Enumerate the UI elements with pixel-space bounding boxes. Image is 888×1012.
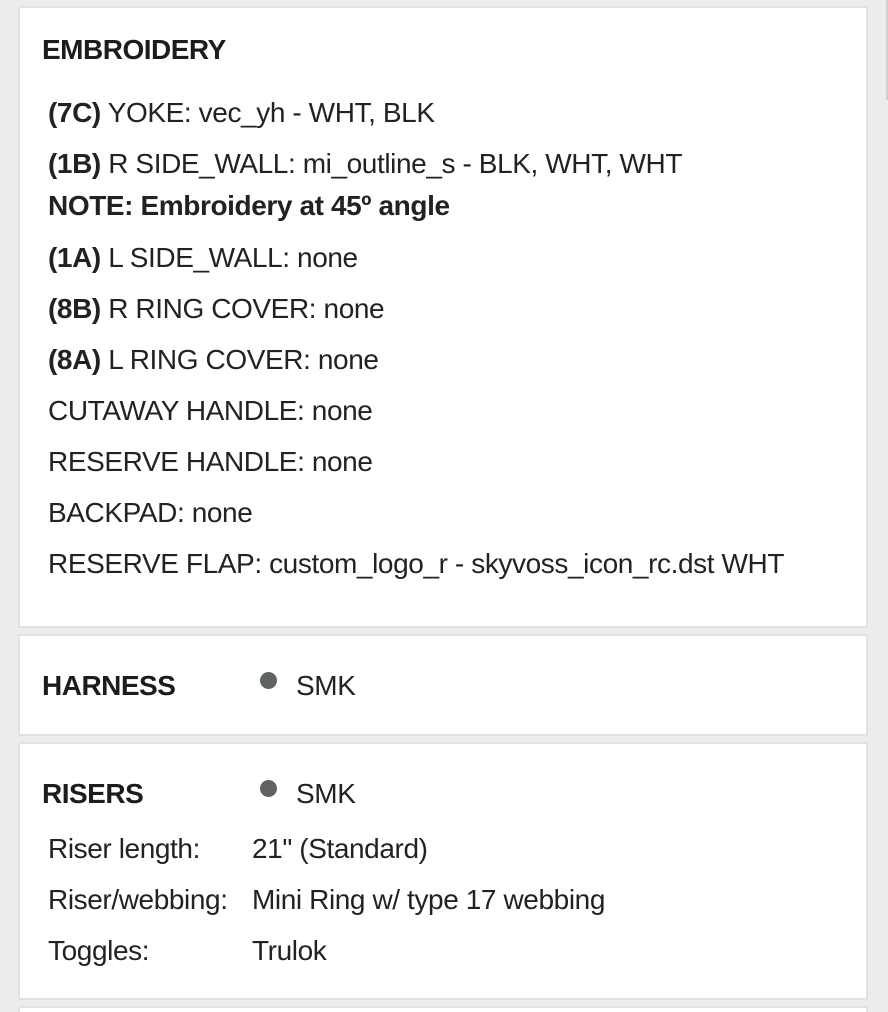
embroidery-text: R RING COVER: none [100,293,385,324]
embroidery-code: (7C) [48,97,101,128]
risers-title: RISERS [42,778,144,809]
harness-card: HARNESS SMK [18,634,868,736]
embroidery-text: L SIDE_WALL: none [100,242,358,273]
embroidery-text: YOKE: vec_yh - WHT, BLK [100,97,435,128]
embroidery-title: EMBROIDERY [42,34,226,65]
harness-color-name: SMK [296,670,356,701]
embroidery-note: NOTE: Embroidery at 45º angle [48,190,450,221]
embroidery-line-r-ring-cover: (8B) R RING COVER: none [48,293,385,325]
next-card-edge [18,1006,868,1012]
embroidery-line-l-ring-cover: (8A) L RING COVER: none [48,344,379,376]
risers-color-name: SMK [296,778,356,809]
embroidery-code: (1A) [48,242,101,273]
embroidery-code: (8A) [48,344,101,375]
toggles-label: Toggles: [48,935,150,966]
embroidery-line-l-side-wall: (1A) L SIDE_WALL: none [48,242,358,274]
embroidery-text: L RING COVER: none [100,344,379,375]
embroidery-line-backpad: BACKPAD: none [48,497,253,528]
riser-length-label: Riser length: [48,833,200,864]
riser-length-value: 21" (Standard) [252,833,428,864]
embroidery-line-yoke: (7C) YOKE: vec_yh - WHT, BLK [48,97,435,129]
risers-color-swatch [260,780,277,797]
embroidery-line-r-side-wall: (1B) R SIDE_WALL: mi_outline_s - BLK, WH… [48,148,682,180]
toggles-value: Trulok [252,935,327,966]
harness-title: HARNESS [42,670,176,701]
riser-webbing-label: Riser/webbing: [48,884,228,915]
scrollbar-edge [886,0,888,100]
embroidery-card: EMBROIDERY (7C) YOKE: vec_yh - WHT, BLK … [18,6,868,628]
embroidery-line-reserve-flap: RESERVE FLAP: custom_logo_r - skyvoss_ic… [48,548,785,579]
embroidery-text: R SIDE_WALL: mi_outline_s - BLK, WHT, WH… [100,148,683,179]
riser-webbing-value: Mini Ring w/ type 17 webbing [252,884,605,915]
embroidery-code: (1B) [48,148,101,179]
risers-card: RISERS SMK Riser length: 21" (Standard) … [18,742,868,1000]
harness-color-swatch [260,672,277,689]
embroidery-code: (8B) [48,293,101,324]
embroidery-line-cutaway-handle: CUTAWAY HANDLE: none [48,395,373,426]
embroidery-line-reserve-handle: RESERVE HANDLE: none [48,446,373,477]
